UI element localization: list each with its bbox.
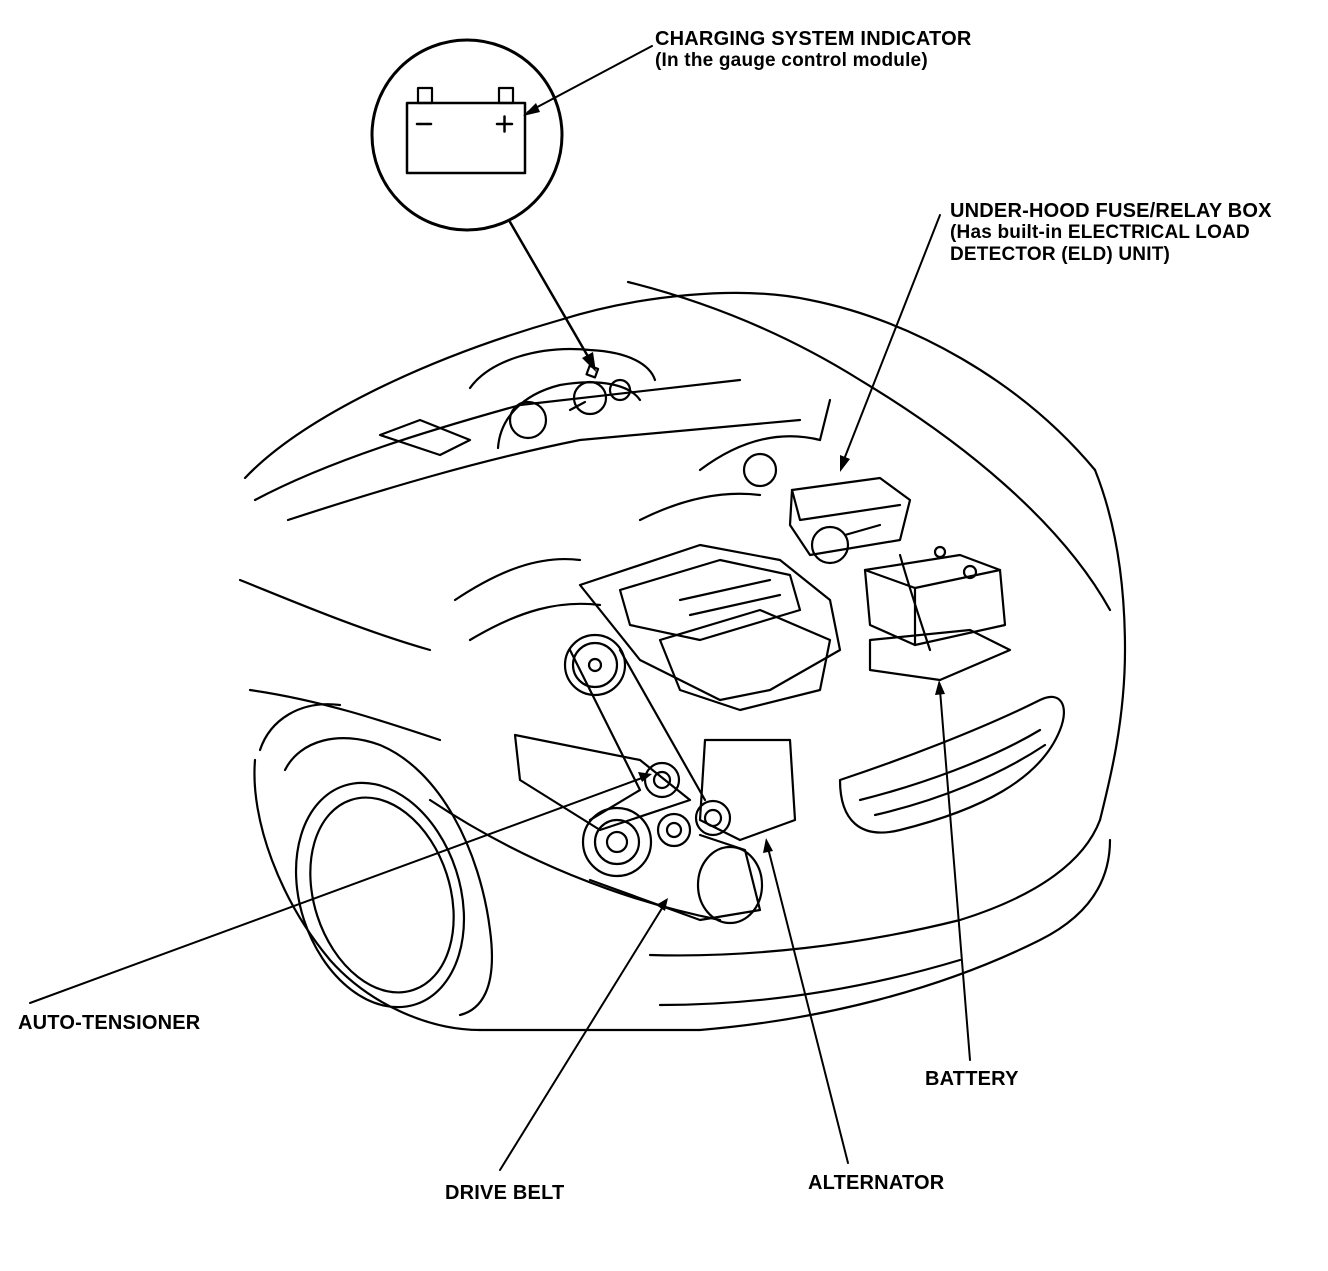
charging-indicator-line1: CHARGING SYSTEM INDICATOR [655, 28, 972, 50]
charging-indicator-label: CHARGING SYSTEM INDICATOR (In the gauge … [655, 28, 972, 72]
leader-lines [29, 45, 971, 1171]
fuse-box-line3: DETECTOR (ELD) UNIT) [950, 244, 1171, 265]
charging-indicator-line2: (In the gauge control module) [655, 50, 928, 71]
engine-assembly [453, 398, 842, 712]
drive-belt-label: DRIVE BELT [445, 1182, 565, 1204]
fuse-box-line1: UNDER-HOOD FUSE/RELAY BOX [950, 200, 1272, 222]
battery-warning-icon [405, 86, 527, 175]
fuse-box-label: UNDER-HOOD FUSE/RELAY BOX (Has built-in … [950, 200, 1272, 266]
auto-tensioner-label: AUTO-TENSIONER [18, 1012, 201, 1034]
fuse-box-line2: (Has built-in ELECTRICAL LOAD [950, 222, 1250, 243]
battery-unit [863, 545, 1012, 682]
battery-label: BATTERY [925, 1068, 1019, 1090]
fuse-relay-box [788, 476, 912, 565]
alternator-label: ALTERNATOR [808, 1172, 945, 1194]
drive-belt-system [563, 633, 797, 925]
car-body-outline [238, 280, 1127, 1032]
charging-indicator-callout [370, 38, 596, 372]
